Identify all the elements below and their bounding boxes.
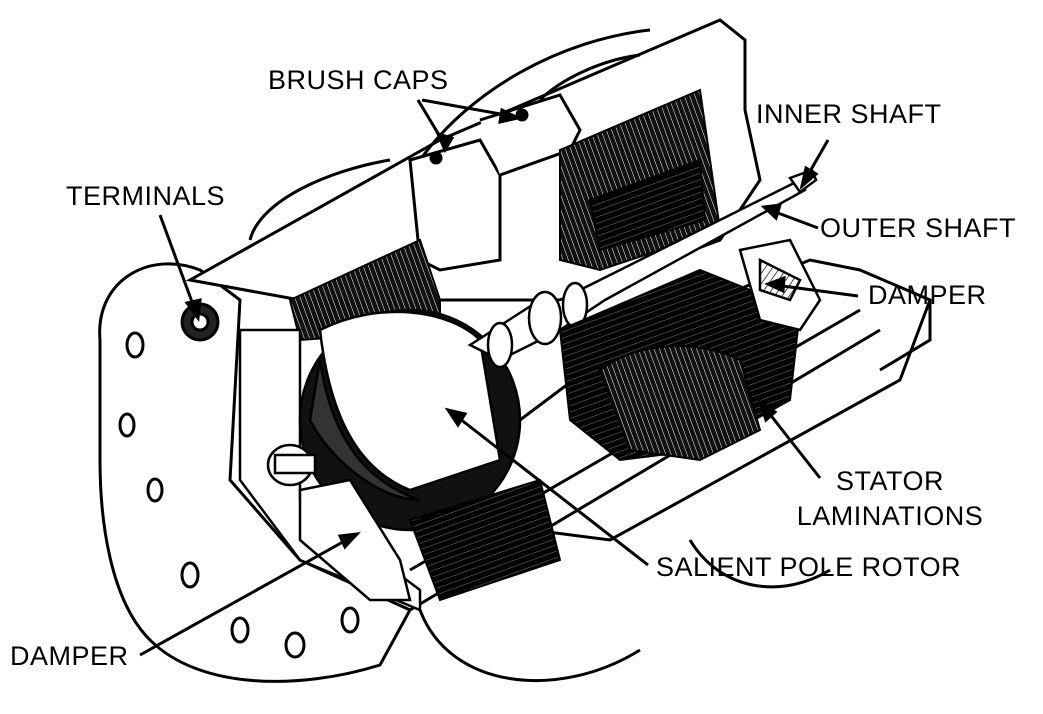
label-damper-right: DAMPER [868,280,987,310]
damper-left-part [298,478,412,602]
lower-stator [408,268,802,602]
label-stator: STATOR [835,466,945,496]
label-terminals: TERMINALS [66,181,226,211]
leader-lines [139,98,859,657]
label-damper-left: DAMPER [10,641,129,671]
label-outer-shaft: OUTER SHAFT [820,213,1017,243]
rotor-cavity-wall [238,328,422,612]
label-brush-caps: BRUSH CAPS [268,65,449,95]
label-salient-pole-rotor: SALIENT POLE ROTOR [656,552,962,582]
left-end-flange [98,262,413,683]
label-laminations: LAMINATIONS [796,501,984,531]
label-inner-shaft: INNER SHAFT [756,99,942,129]
rotor-assembly [238,168,818,612]
